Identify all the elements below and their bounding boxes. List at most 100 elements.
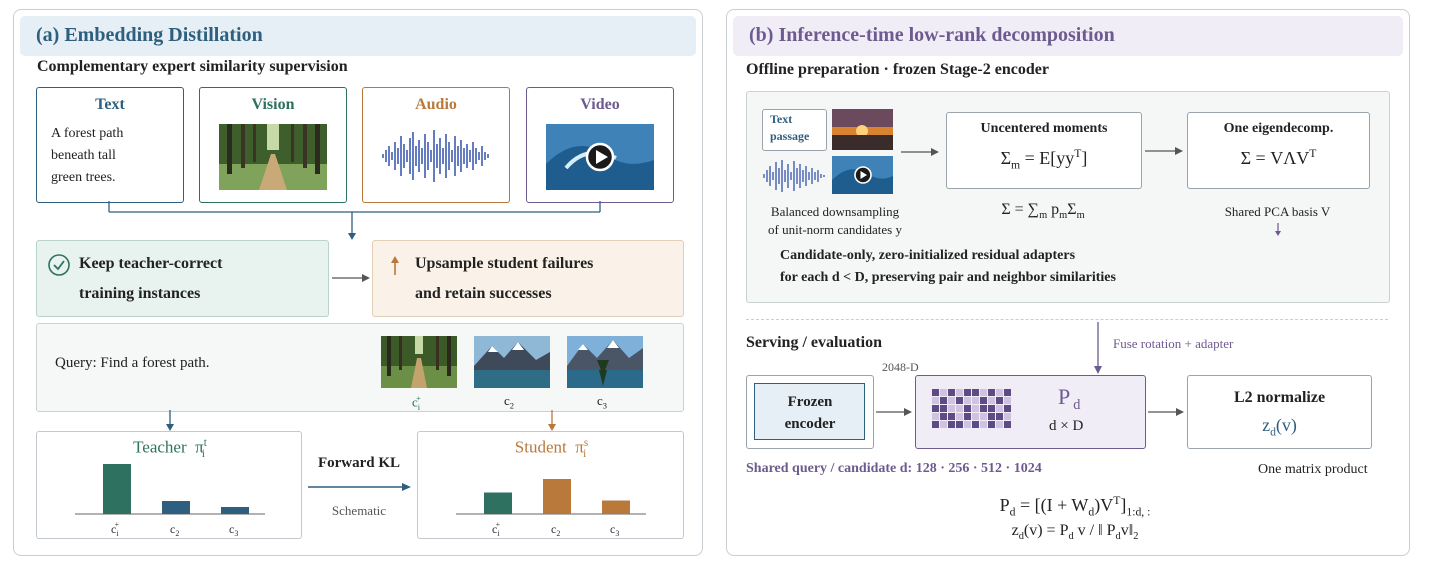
matrix-cell [988, 421, 995, 428]
keep-correct-line1: Keep teacher-correct [79, 255, 223, 272]
video-modality-card: Video [526, 87, 674, 203]
teacher-tick-2: c2 [170, 522, 179, 538]
pd-dims: d × D [1049, 418, 1084, 434]
panel-b-header: (b) Inference-time low-rank decompositio… [733, 16, 1403, 56]
small-waveform-icon [763, 160, 825, 192]
fuse-arrow [1094, 322, 1102, 374]
encoder-to-pd-arrow [876, 408, 912, 416]
frozen-line2: encoder [784, 416, 836, 432]
projection-matrix-grid [932, 389, 1011, 428]
keep-to-upsample-arrow [332, 274, 370, 282]
shared-basis-label: Shared PCA basis V [1224, 204, 1331, 219]
matrix-cell [956, 389, 963, 396]
moments-box: Uncentered moments Σm = E[yyT] [946, 112, 1142, 189]
supervision-subtitle: Complementary expert similarity supervis… [37, 58, 348, 75]
query-text: Query: Find a forest path. [55, 355, 210, 371]
audio-modality-label: Audio [415, 96, 457, 113]
downsample-line2: of unit-norm candidates y [768, 222, 902, 237]
matrix-cell [972, 389, 979, 396]
teacher-bar-1 [103, 464, 131, 514]
inputs-to-moments-arrow [901, 148, 939, 156]
matrix-cell [972, 413, 979, 420]
matrix-cell [932, 389, 939, 396]
teacher-tick-3: c3 [229, 522, 238, 538]
teacher-title: Teacher πti [133, 437, 207, 461]
video-thumbnail[interactable] [546, 124, 654, 190]
vision-modality-label: Vision [251, 96, 295, 113]
eigen-title: One eigendecomp. [1223, 121, 1334, 136]
matrix-cell [996, 397, 1003, 404]
matrix-cell [988, 389, 995, 396]
student-title: Student πsi [514, 437, 589, 461]
matrix-cell [980, 397, 987, 404]
matrix-cell [932, 397, 939, 404]
candidate-image-2 [474, 336, 550, 388]
text-passage-line2: passage [770, 129, 810, 143]
forward-kl-arrow [308, 483, 411, 491]
matrix-cell [940, 405, 947, 412]
matrix-cell [964, 397, 971, 404]
offline-title: Offline preparation · frozen Stage-2 enc… [746, 61, 1049, 78]
matrix-cell [964, 405, 971, 412]
check-circle-icon [48, 254, 70, 276]
matrix-cell [948, 413, 955, 420]
matrix-cell [932, 405, 939, 412]
matrix-cell [972, 421, 979, 428]
pd-to-l2-arrow [1148, 408, 1184, 416]
one-matrix-label: One matrix product [1258, 462, 1368, 477]
matrix-cell [1004, 405, 1011, 412]
matrix-cell [932, 413, 939, 420]
forest-image [219, 124, 327, 190]
dim-label: 2048-D [882, 360, 919, 374]
section-divider [746, 319, 1388, 320]
matrix-cell [964, 389, 971, 396]
text-modality-line1: A forest path [51, 126, 124, 141]
matrix-cell [1004, 397, 1011, 404]
upsample-box: Upsample student failures and retain suc… [372, 240, 684, 317]
small-video-thumbnail [832, 156, 893, 194]
moments-title: Uncentered moments [980, 121, 1108, 136]
frozen-line1: Frozen [787, 394, 833, 410]
matrix-cell [940, 413, 947, 420]
upsample-line1: Upsample student failures [415, 255, 594, 272]
matrix-cell [1004, 421, 1011, 428]
candidate-label-2: c2 [504, 393, 514, 411]
student-bar-2 [543, 479, 571, 514]
matrix-cell [956, 405, 963, 412]
matrix-cell [940, 421, 947, 428]
frozen-encoder-inner [754, 383, 865, 440]
matrix-cell [996, 413, 1003, 420]
matrix-cell [988, 413, 995, 420]
teacher-bar-2 [162, 501, 190, 514]
text-passage-line1: Text [770, 112, 793, 126]
up-arrow-icon [391, 256, 399, 275]
matrix-cell [972, 397, 979, 404]
matrix-cell [948, 405, 955, 412]
query-box: Query: Find a forest path. ci+ c2 c3 [36, 323, 684, 412]
zd-definition-equation: zd(v) = Pd v / ‖ Pdv‖2 [1011, 522, 1139, 543]
matrix-cell [980, 413, 987, 420]
moments-equation: Σm = E[yyT] [1000, 147, 1088, 172]
matrix-cell [996, 389, 1003, 396]
upsample-line2: and retain successes [415, 285, 552, 302]
fuse-label: Fuse rotation + adapter [1113, 336, 1234, 351]
query-to-teacher-arrow [166, 410, 174, 431]
adapter-line1: Candidate-only, zero-initialized residua… [780, 248, 1076, 263]
matrix-cell [956, 413, 963, 420]
matrix-cell [948, 397, 955, 404]
eigendecomp-box: One eigendecomp. Σ = VΛVT [1187, 112, 1370, 189]
sunset-image [832, 109, 893, 150]
matrix-cell [1004, 413, 1011, 420]
small-play-icon [860, 171, 867, 179]
audio-modality-card: Audio [362, 87, 510, 203]
matrix-cell [964, 421, 971, 428]
downsample-line1: Balanced downsampling [770, 204, 900, 219]
panel-a-header: (a) Embedding Distillation [20, 16, 696, 56]
matrix-cell [948, 389, 955, 396]
matrix-cell [988, 405, 995, 412]
serving-title: Serving / evaluation [746, 334, 883, 351]
